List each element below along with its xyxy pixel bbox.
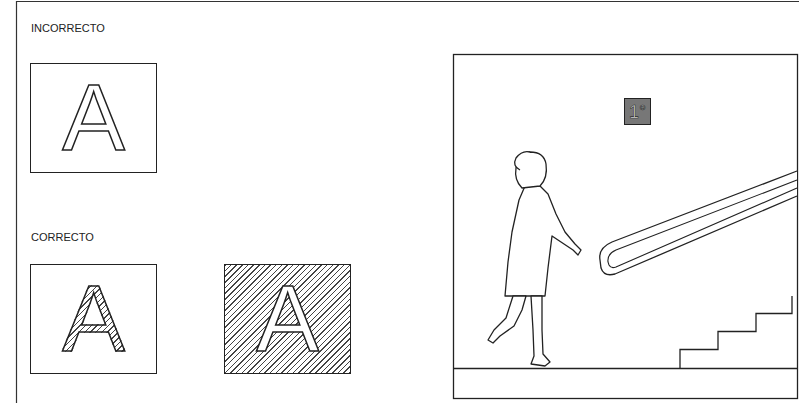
page-frame xyxy=(17,2,799,403)
letter-sample-box: A xyxy=(30,63,157,173)
handrail-inner xyxy=(608,180,797,268)
handrail xyxy=(600,171,797,275)
letter-sample-box: A xyxy=(30,264,157,374)
sample-letter: A xyxy=(62,71,125,165)
sample-letter: A xyxy=(256,272,319,366)
stairs xyxy=(680,296,792,369)
floor-number: 1° xyxy=(629,103,646,121)
sample-letter: A xyxy=(62,272,125,366)
section-heading: CORRECTO xyxy=(31,231,94,243)
section-heading: INCORRECTO xyxy=(31,22,105,34)
letter-sample-box: A xyxy=(224,264,351,374)
person xyxy=(488,152,581,366)
floor xyxy=(454,368,798,369)
scene-frame xyxy=(454,55,798,399)
floor-sign: 1° xyxy=(624,98,651,125)
